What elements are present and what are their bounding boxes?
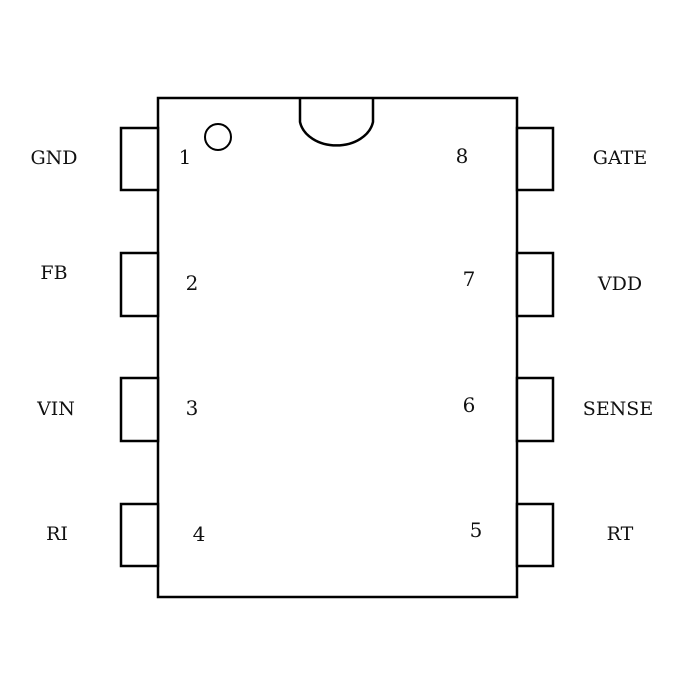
pin-3 [119,376,160,443]
pin-5 [515,502,555,568]
pin-label: GATE [593,147,647,169]
pin-number: 1 [179,145,192,169]
pin-number: 7 [463,267,476,291]
pin-label: VDD [597,273,642,295]
pin-8 [515,126,555,192]
pin-label: RT [607,523,634,545]
pin-1 [119,126,160,192]
left-pins [119,126,160,568]
pin-label: FB [40,262,67,284]
pin-label: GND [30,147,77,169]
pin-label: VIN [36,398,75,420]
pin-number: 2 [186,271,199,295]
chip-body [156,96,519,599]
pin-number: 5 [470,518,483,542]
pin-number: 4 [193,522,206,546]
pin-number: 8 [456,144,469,168]
pin-label: RI [46,523,68,545]
pin-number: 6 [463,393,476,417]
pin-6 [515,376,555,443]
pin-7 [515,251,555,318]
pin-4 [119,502,160,568]
chip-notch [298,98,375,147]
right-pins [515,126,555,568]
pin-number: 3 [186,396,199,420]
pin1-indicator-dot [204,123,232,151]
pin-2 [119,251,160,318]
pin-label: SENSE [583,398,653,420]
